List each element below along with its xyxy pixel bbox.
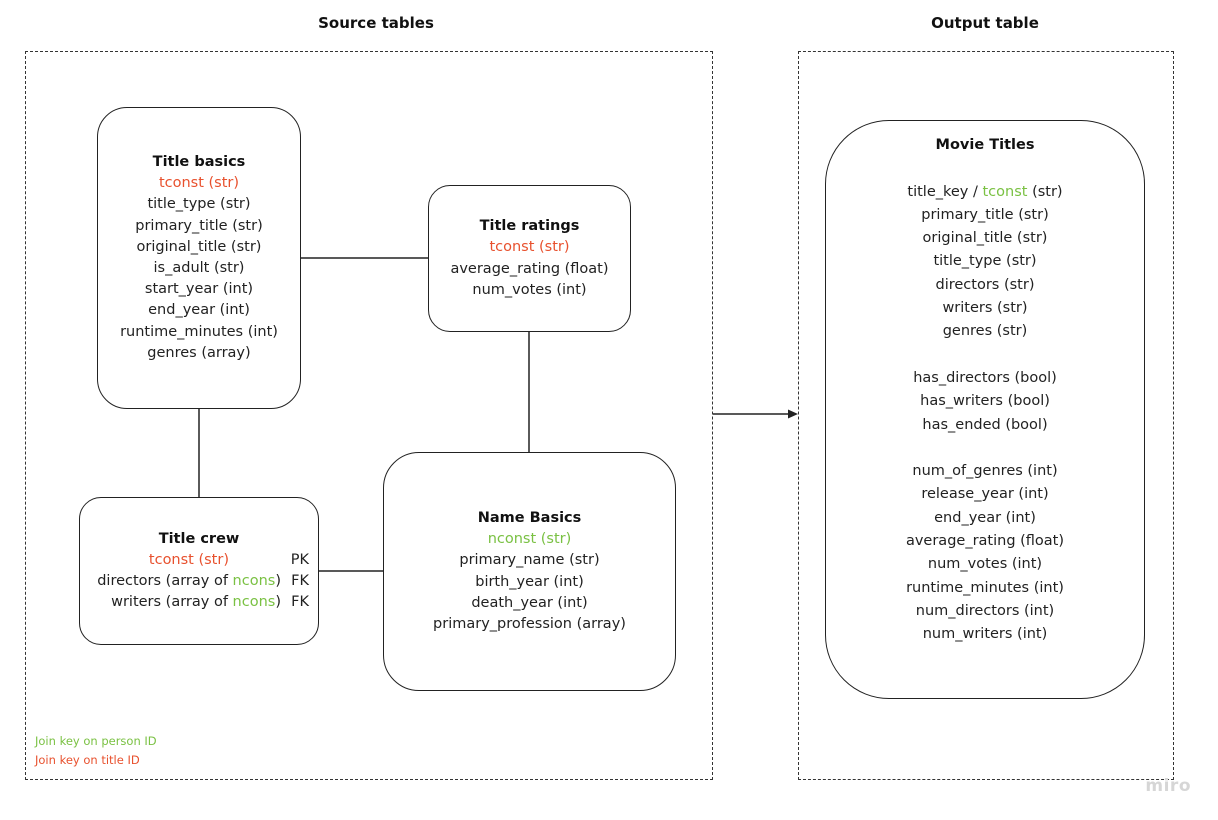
field: has_ended (bool) — [922, 416, 1048, 433]
legend-person-key: Join key on person ID — [35, 734, 157, 748]
output-table-frame — [798, 51, 1174, 780]
legend-title-key: Join key on title ID — [35, 753, 140, 767]
field: directors (str) — [935, 276, 1035, 293]
title-crew-table[interactable]: Title crew tconst (str) PK directors (ar… — [79, 497, 319, 645]
field: death_year (int) — [471, 594, 588, 611]
field: original_title (str) — [922, 230, 1048, 247]
title-basics-table[interactable]: Title basics tconst (str) title_type (st… — [97, 107, 301, 409]
field: runtime_minutes (int) — [906, 579, 1064, 596]
arrow-head — [788, 409, 798, 419]
movie-titles-key-row: title_key / tconst (str) — [907, 183, 1063, 200]
fk-tag: FK — [291, 573, 309, 589]
title-crew-key-row: tconst (str) PK — [89, 550, 309, 571]
field: writers (str) — [942, 300, 1028, 317]
title-crew-title: Title crew — [158, 530, 240, 547]
fk-tag: FK — [291, 594, 309, 611]
field: genres (str) — [942, 323, 1028, 340]
field: primary_title (str) — [135, 217, 263, 234]
title-crew-key: tconst (str) — [148, 551, 229, 568]
source-tables-heading: Source tables — [318, 14, 434, 32]
legend: Join key on person ID Join key on title … — [35, 732, 157, 770]
field: release_year (int) — [921, 486, 1049, 503]
field: num_votes (int) — [472, 281, 587, 298]
field: runtime_minutes (int) — [120, 323, 278, 340]
field: primary_title (str) — [921, 206, 1049, 223]
pk-tag: PK — [290, 551, 309, 568]
field: title_type (str) — [933, 253, 1037, 270]
field: genres (array) — [147, 344, 251, 361]
fk-ncons: ncons — [232, 573, 276, 589]
field: end_year (int) — [148, 302, 250, 319]
movie-titles-table[interactable]: Movie Titles title_key / tconst (str) pr… — [825, 120, 1145, 699]
field: primary_name (str) — [459, 552, 600, 569]
movie-titles-key: tconst — [982, 183, 1028, 200]
field: num_votes (int) — [927, 556, 1043, 573]
title-basics-key: tconst (str) — [158, 175, 240, 192]
field: has_directors (bool) — [913, 369, 1057, 386]
field: is_adult (str) — [153, 260, 245, 276]
field: average_rating (float) — [450, 260, 609, 277]
field: num_writers (int) — [922, 626, 1048, 643]
field: original_title (str) — [136, 238, 262, 255]
title-crew-directors-row: directors (array of ncons) FK — [89, 571, 309, 592]
source-tables-frame — [25, 51, 713, 780]
field: start_year (int) — [144, 281, 254, 298]
field: has_writers (bool) — [920, 393, 1050, 410]
field: average_rating (float) — [905, 533, 1065, 550]
name-basics-table[interactable]: Name Basics nconst (str) primary_name (s… — [383, 452, 676, 691]
field: end_year (int) — [934, 509, 1036, 526]
title-ratings-table[interactable]: Title ratings tconst (str) average_ratin… — [428, 185, 631, 332]
title-ratings-title: Title ratings — [479, 218, 580, 235]
movie-titles-title: Movie Titles — [935, 137, 1035, 153]
field: birth_year (int) — [475, 573, 584, 590]
output-table-heading: Output table — [931, 14, 1039, 32]
name-basics-key: nconst (str) — [487, 531, 572, 548]
miro-logo: miro — [1145, 776, 1191, 796]
field: num_directors (int) — [915, 602, 1055, 619]
field: title_type (str) — [147, 196, 251, 213]
title-basics-title: Title basics — [152, 153, 246, 170]
field: num_of_genres (int) — [912, 463, 1058, 480]
field: primary_profession (array) — [433, 615, 626, 632]
title-ratings-key: tconst (str) — [489, 239, 570, 256]
fk-ncons: ncons — [232, 594, 276, 611]
name-basics-title: Name Basics — [477, 509, 582, 526]
title-crew-writers-row: writers (array of ncons) FK — [89, 592, 309, 613]
